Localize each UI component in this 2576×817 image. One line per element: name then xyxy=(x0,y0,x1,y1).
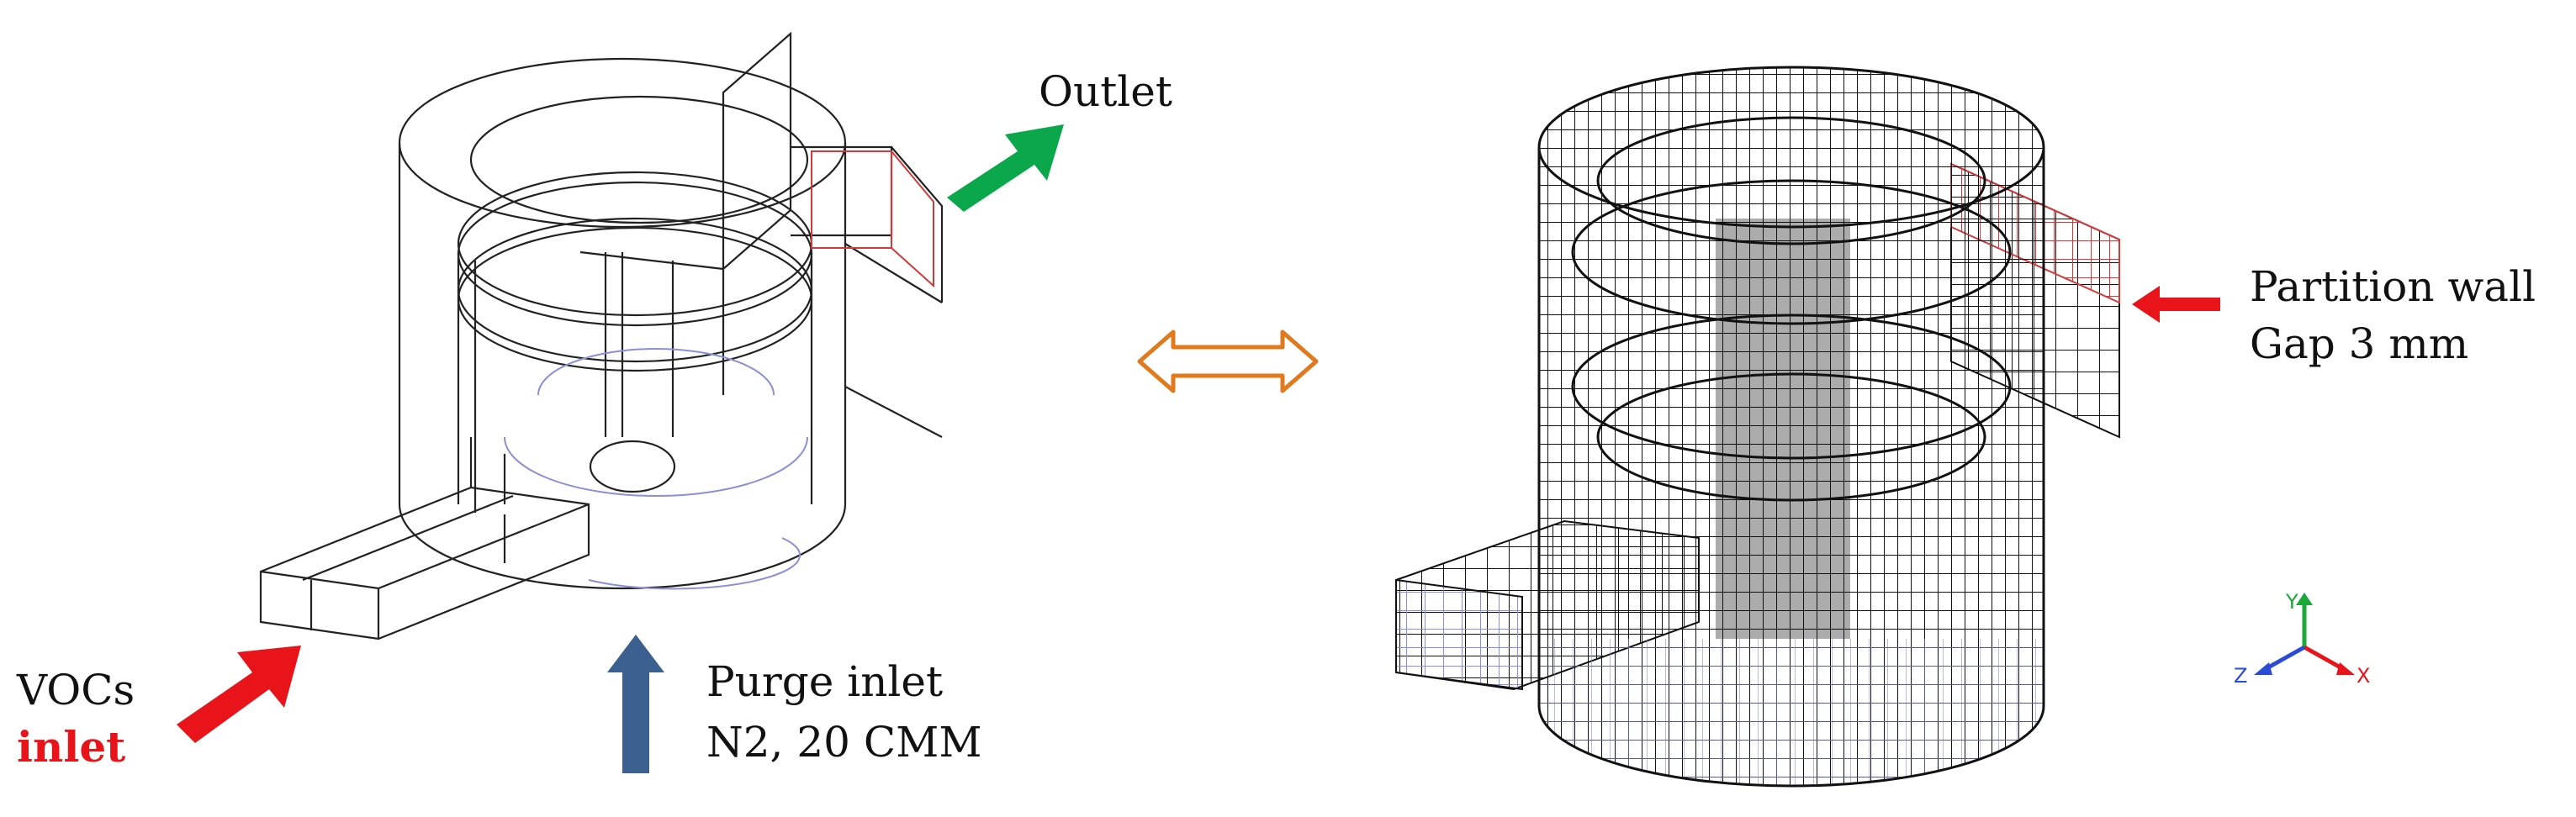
purge-spec-label: N2, 20 CMM xyxy=(706,718,982,767)
vocs-label: VOCs xyxy=(17,666,135,714)
partition-wall-arrow xyxy=(2132,286,2220,323)
purge-ring xyxy=(504,348,808,590)
outlet-label: Outlet xyxy=(1039,67,1172,116)
axis-y-label: Y xyxy=(2285,590,2298,614)
axis-triad-icon: Y X Z xyxy=(2234,590,2370,688)
partition-wall-label: Partition wall xyxy=(2250,262,2536,311)
purge-inlet-label: Purge inlet xyxy=(706,657,944,706)
axis-z-label: Z xyxy=(2234,664,2247,688)
inlet-label: inlet xyxy=(17,722,126,772)
outlet-arrow xyxy=(947,124,1064,212)
vocs-inlet-arrow xyxy=(177,646,301,743)
mesh-model xyxy=(1395,66,2120,788)
purge-inlet-arrow xyxy=(607,635,664,773)
partition-wall-outline xyxy=(811,150,934,288)
double-arrow-icon xyxy=(1137,329,1319,393)
axis-x-label: X xyxy=(2356,664,2370,688)
partition-gap-label: Gap 3 mm xyxy=(2250,319,2469,368)
wireframe-model xyxy=(259,31,944,640)
